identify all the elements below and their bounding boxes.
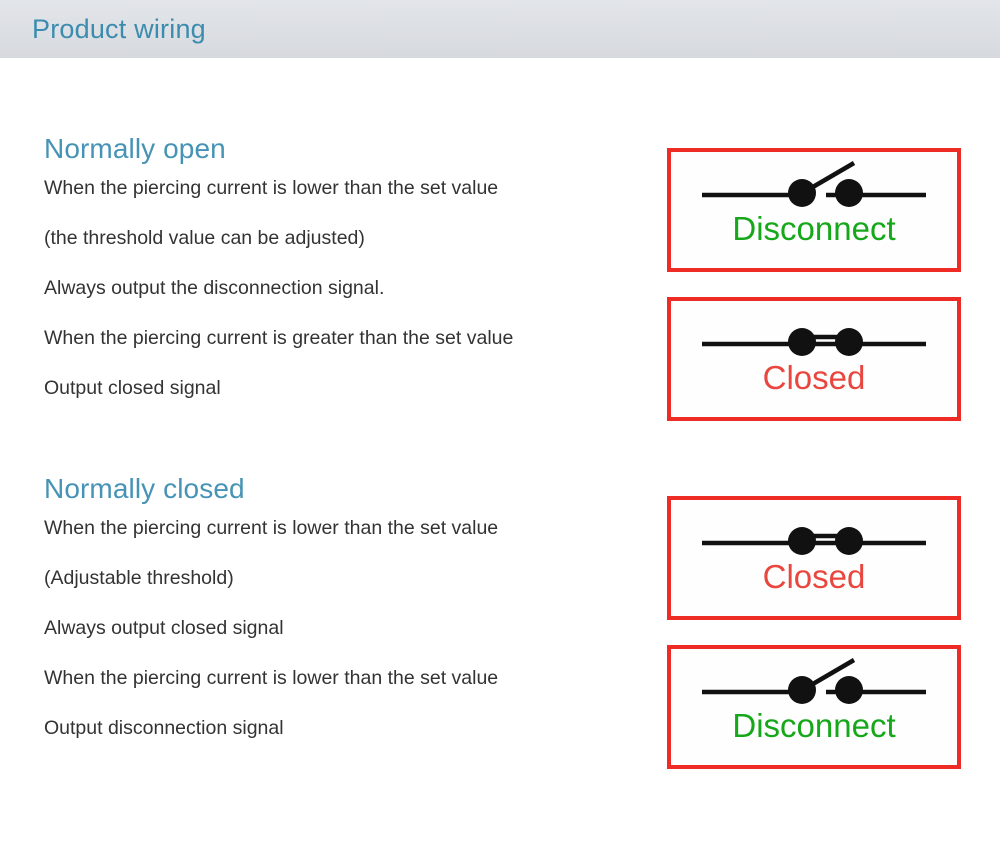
- closed-switch-icon: [702, 328, 926, 356]
- diagram-box-normally-closed-low: Closed: [667, 496, 961, 620]
- description-line: Output closed signal: [44, 377, 221, 399]
- normally-closed-line-list: When the piercing current is lower than …: [0, 515, 665, 741]
- status-badge: Disconnect: [732, 210, 896, 247]
- normally-open-line-list: When the piercing current is lower than …: [0, 175, 665, 401]
- diagram-column: Disconnect Closed Closed: [667, 58, 967, 846]
- status-badge: Disconnect: [732, 707, 896, 744]
- description-line: Always output closed signal: [44, 617, 284, 639]
- section-normally-open: Normally open When the piercing current …: [0, 132, 665, 401]
- status-badge: Closed: [762, 359, 866, 396]
- diagram-box-normally-closed-high: Disconnect: [667, 645, 961, 769]
- section-heading-normally-open: Normally open: [44, 133, 226, 164]
- section-normally-closed: Normally closed When the piercing curren…: [0, 472, 665, 741]
- page-title: Product wiring: [32, 14, 206, 44]
- description-line: Always output the disconnection signal.: [44, 277, 385, 299]
- section-heading-normally-closed: Normally closed: [44, 473, 245, 504]
- description-line: When the piercing current is lower than …: [44, 517, 499, 539]
- description-line: Output disconnection signal: [44, 717, 284, 739]
- description-line: (Adjustable threshold): [44, 567, 234, 589]
- status-badge: Closed: [762, 558, 866, 595]
- open-switch-icon: [702, 658, 926, 704]
- closed-switch-icon: [702, 527, 926, 555]
- page-header-bar: Product wiring: [0, 0, 1000, 58]
- description-line: (the threshold value can be adjusted): [44, 227, 365, 249]
- open-switch-icon: [702, 161, 926, 207]
- description-line: When the piercing current is lower than …: [44, 667, 499, 689]
- diagram-box-normally-open-high: Closed: [667, 297, 961, 421]
- diagram-box-normally-open-low: Disconnect: [667, 148, 961, 272]
- content-area: Normally open When the piercing current …: [0, 58, 1000, 846]
- description-line: When the piercing current is lower than …: [44, 177, 499, 199]
- description-column: Normally open When the piercing current …: [0, 58, 665, 846]
- description-line: When the piercing current is greater tha…: [44, 327, 514, 349]
